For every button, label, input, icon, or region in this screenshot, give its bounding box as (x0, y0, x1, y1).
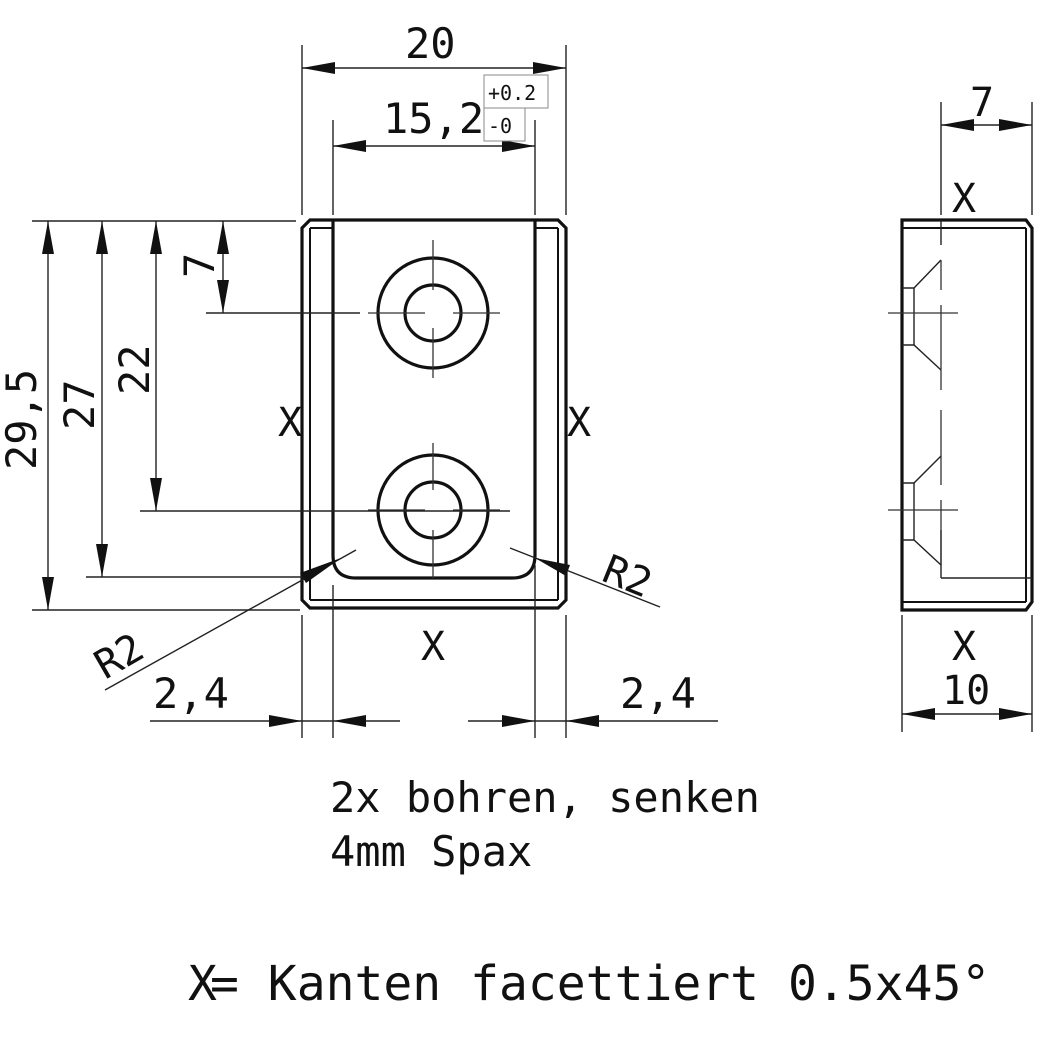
side-chamfer-mark-top: X (952, 176, 976, 222)
side-chamfer-mark-bottom: X (952, 624, 976, 670)
countersunk-hole-1 (368, 240, 500, 378)
dim-tolerance-upper: +0.2 (488, 81, 536, 105)
chamfer-mark-left: X (278, 400, 302, 446)
dim-tolerance-lower: -0 (488, 114, 512, 138)
countersunk-hole-2 (368, 443, 500, 578)
dim-width-overall: 20 (405, 19, 456, 68)
dim-height-overall: 29,5 (0, 369, 46, 470)
dim-inner-width: 15,2 (383, 94, 484, 143)
notes: 2x bohren, senken 4mm Spax X = Kanten fa… (188, 773, 990, 1012)
front-view-dimensions: 20 15,2 +0.2 -0 29,5 27 22 (0, 19, 718, 738)
front-outline (300, 218, 568, 610)
dim-depth-top: 7 (970, 80, 994, 126)
pocket-outline (331, 220, 537, 580)
dim-wall-right: 2,4 (620, 669, 696, 718)
note-screw: 4mm Spax (330, 827, 532, 876)
dim-depth-bottom: 10 (942, 668, 990, 714)
dim-hole2-position: 22 (110, 344, 159, 395)
dim-height-inner: 27 (55, 379, 104, 430)
side-view: X X 7 10 (888, 80, 1034, 732)
side-countersink-2 (888, 410, 958, 566)
dim-wall-left: 2,4 (153, 669, 229, 718)
dim-radius-left: R2 (87, 625, 152, 689)
front-view: X X X (278, 218, 591, 670)
side-countersink-1 (888, 259, 958, 390)
legend-symbol: X (188, 956, 217, 1012)
side-outline (900, 218, 1034, 612)
chamfer-mark-right: X (567, 400, 591, 446)
chamfer-mark-bottom: X (421, 624, 445, 670)
dim-hole1-position: 7 (175, 253, 224, 278)
dim-radius-right: R2 (596, 547, 658, 608)
legend-chamfer-text: = Kanten facettiert 0.5x45° (210, 956, 990, 1012)
note-drilling: 2x bohren, senken (330, 773, 760, 822)
